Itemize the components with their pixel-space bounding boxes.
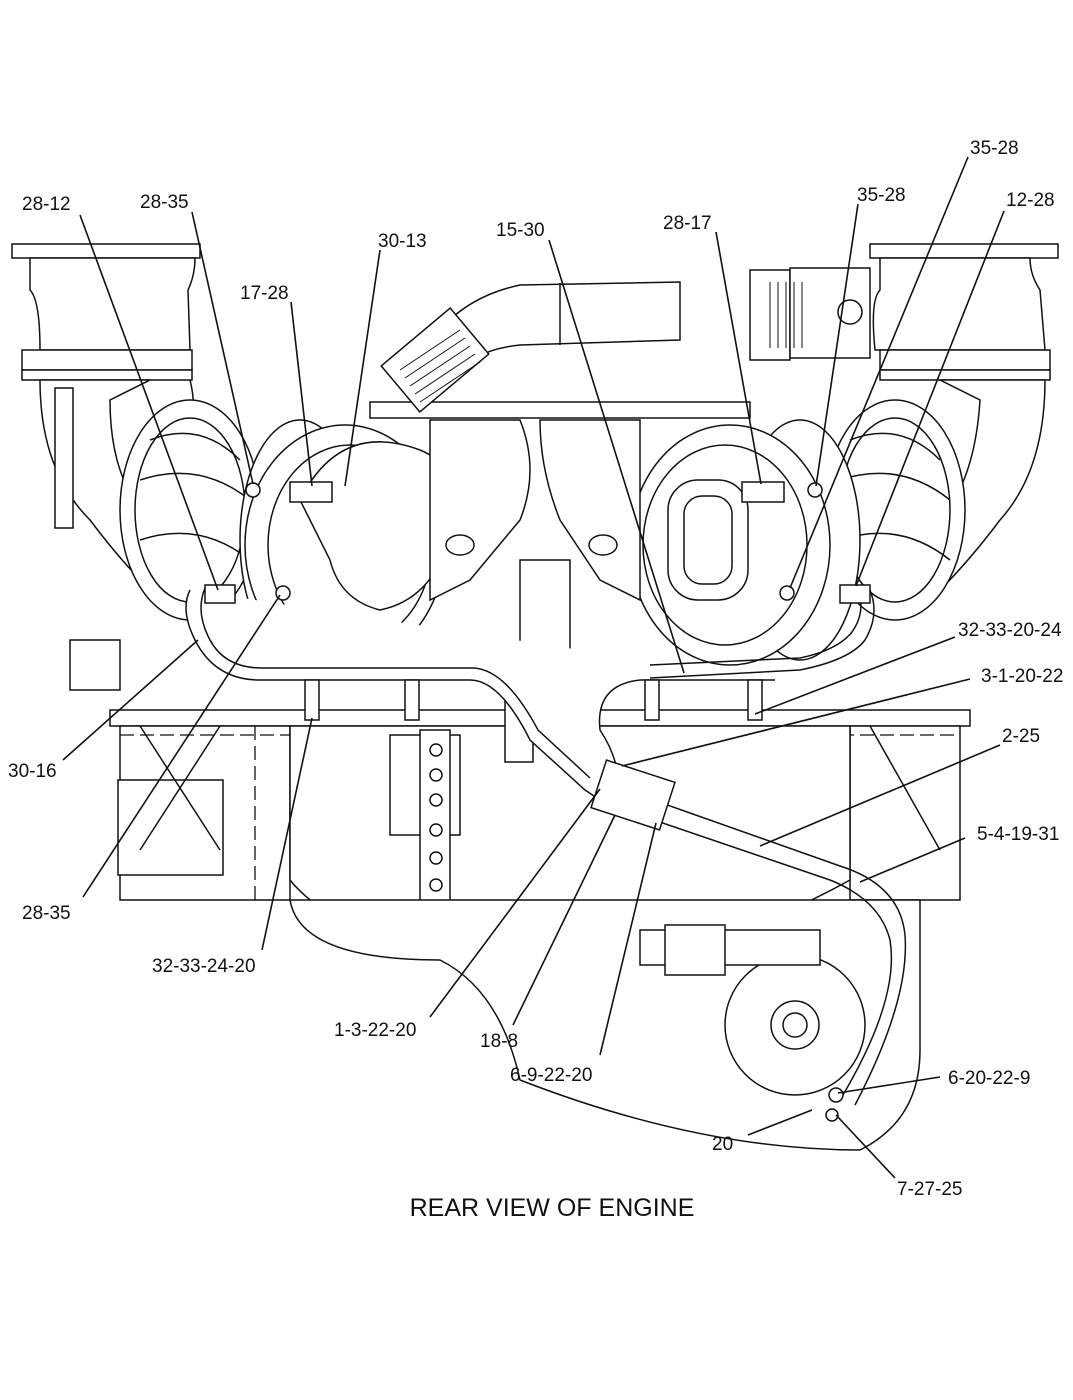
callout-1-3-22-20: 1-3-22-20 bbox=[334, 1020, 416, 1041]
engine-block bbox=[69, 639, 971, 1151]
callout-3-1-20-22: 3-1-20-22 bbox=[981, 666, 1063, 687]
right-turbocharger bbox=[629, 399, 966, 666]
callout-35-28-top: 35-28 bbox=[970, 138, 1019, 159]
callout-32-33-24-20: 32-33-24-20 bbox=[152, 956, 256, 977]
callout-30-16: 30-16 bbox=[8, 761, 57, 782]
callout-18-8: 18-8 bbox=[480, 1031, 518, 1052]
callout-32-33-20-24: 32-33-20-24 bbox=[958, 620, 1062, 641]
callout-20: 20 bbox=[712, 1134, 733, 1155]
callout-28-35-bottom: 28-35 bbox=[22, 903, 71, 924]
crossover-duct bbox=[369, 281, 751, 419]
oil-drain-piping bbox=[185, 587, 907, 1106]
callout-2-25: 2-25 bbox=[1002, 726, 1040, 747]
callout-6-20-22-9: 6-20-22-9 bbox=[948, 1068, 1030, 1089]
left-turbocharger bbox=[119, 399, 457, 666]
right-inlet-elbow bbox=[869, 243, 1059, 592]
central-manifold bbox=[429, 419, 641, 661]
callout-12-28: 12-28 bbox=[1006, 190, 1055, 211]
callout-7-27-25: 7-27-25 bbox=[897, 1179, 963, 1200]
engine-drawing bbox=[11, 243, 1059, 1151]
figure-caption: REAR VIEW OF ENGINE bbox=[410, 1194, 695, 1222]
callout-6-9-22-20: 6-9-22-20 bbox=[510, 1065, 592, 1086]
leader-lines bbox=[62, 156, 1005, 1179]
callout-30-13: 30-13 bbox=[378, 231, 427, 252]
callout-5-4-19-31: 5-4-19-31 bbox=[977, 824, 1059, 845]
callout-28-12: 28-12 bbox=[22, 194, 71, 215]
callout-28-17: 28-17 bbox=[663, 213, 712, 234]
callout-17-28: 17-28 bbox=[240, 283, 289, 304]
right-bellows bbox=[749, 267, 871, 361]
callout-28-35-top: 28-35 bbox=[140, 192, 189, 213]
callout-35-28-mid: 35-28 bbox=[857, 185, 906, 206]
callout-15-30: 15-30 bbox=[496, 220, 545, 241]
callout-labels: 28-12 28-35 30-13 17-28 15-30 28-17 35-2… bbox=[8, 138, 1063, 1200]
